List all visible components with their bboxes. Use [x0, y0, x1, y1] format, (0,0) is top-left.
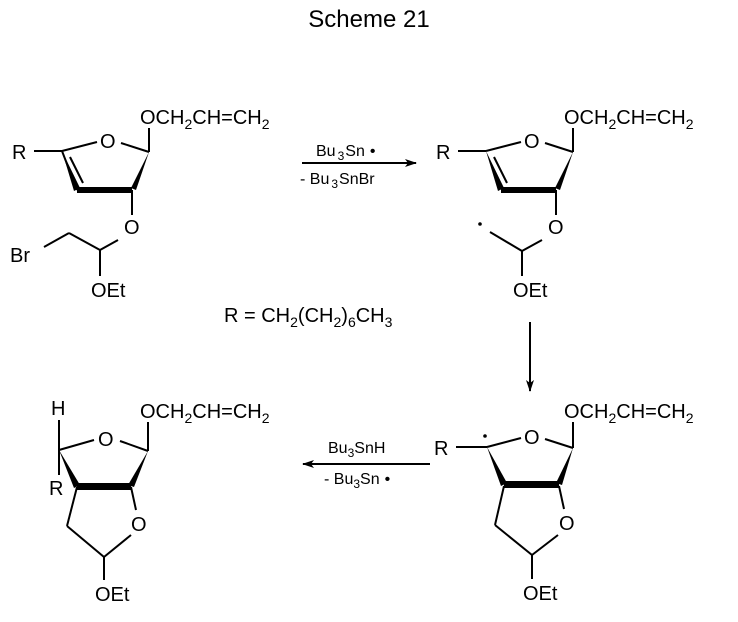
bond [558, 485, 565, 510]
bold-bond [504, 481, 559, 488]
bond [66, 525, 105, 558]
molecule-bromoacetal: OCH2CH=CH2 R O O Br OEt [10, 107, 270, 302]
bond [99, 239, 119, 251]
r-label: R [49, 478, 63, 500]
bond [521, 239, 543, 252]
bond [531, 534, 559, 556]
bond [494, 524, 533, 556]
wedge-bond [555, 152, 573, 190]
wedge-bond [556, 448, 573, 485]
radical-dot [483, 434, 487, 438]
double-bond-inner [69, 156, 84, 184]
hydrogen-label: H [51, 398, 65, 420]
ether-oxygen: O [131, 514, 147, 536]
bond [61, 141, 98, 152]
wedge-bond [59, 450, 80, 488]
bond [43, 232, 70, 248]
bond [58, 439, 95, 451]
molecule-primary-radical: OCH2CH=CH2 R O O OEt [436, 107, 694, 302]
bold-bond [501, 187, 556, 193]
bond [544, 438, 574, 449]
r-label: R [12, 142, 26, 164]
ring-oxygen: O [100, 131, 116, 153]
reagent-below: - Bu3Sn• [324, 471, 390, 491]
bond [68, 232, 101, 251]
bond [119, 440, 149, 452]
bond [494, 485, 505, 526]
ethoxy-label: OEt [91, 280, 126, 302]
allyloxy-label: OCH2CH=CH2 [564, 107, 694, 132]
radical-dot [478, 222, 482, 226]
ether-oxygen: O [124, 217, 140, 239]
bond [489, 231, 523, 252]
bond [66, 486, 78, 527]
wedge-bond [128, 451, 148, 487]
ring-oxygen: O [524, 427, 540, 449]
bond [120, 142, 150, 153]
scheme-title: Scheme 21 [308, 6, 430, 33]
bond [486, 437, 522, 448]
wedge-bond [487, 447, 507, 486]
ether-oxygen: O [548, 217, 564, 239]
arrow-step-3: Bu3SnH - Bu3Sn• [302, 440, 430, 491]
allyloxy-label: OCH2CH=CH2 [564, 401, 694, 426]
reagent-above: Bu3SnH [328, 440, 385, 460]
wedge-bond [131, 152, 149, 190]
ethoxy-label: OEt [95, 584, 130, 606]
ethoxy-label: OEt [513, 280, 548, 302]
double-bond-inner [493, 156, 508, 184]
wedge-bond [486, 151, 504, 191]
bond [485, 141, 522, 152]
bond [130, 486, 137, 511]
ether-oxygen: O [559, 513, 575, 535]
r-label: R [436, 142, 450, 164]
allyloxy-label: OCH2CH=CH2 [140, 401, 270, 426]
bold-bond [77, 187, 132, 193]
ethoxy-label: OEt [523, 583, 558, 605]
bold-bond [77, 483, 131, 490]
r-label: R [434, 438, 448, 460]
wedge-bond [62, 151, 80, 191]
ring-oxygen: O [98, 429, 114, 451]
bond [103, 534, 132, 558]
molecule-cyclized-radical: OCH2CH=CH2 R O O OEt [434, 401, 694, 605]
bond [544, 142, 574, 153]
allyloxy-label: OCH2CH=CH2 [140, 107, 270, 132]
ring-oxygen: O [524, 131, 540, 153]
r-definition: R = CH2(CH2)6CH3 [224, 305, 393, 330]
molecule-bicyclic-product: OCH2CH=CH2 H R O O OEt [49, 398, 270, 606]
bromo-label: Br [10, 245, 30, 267]
